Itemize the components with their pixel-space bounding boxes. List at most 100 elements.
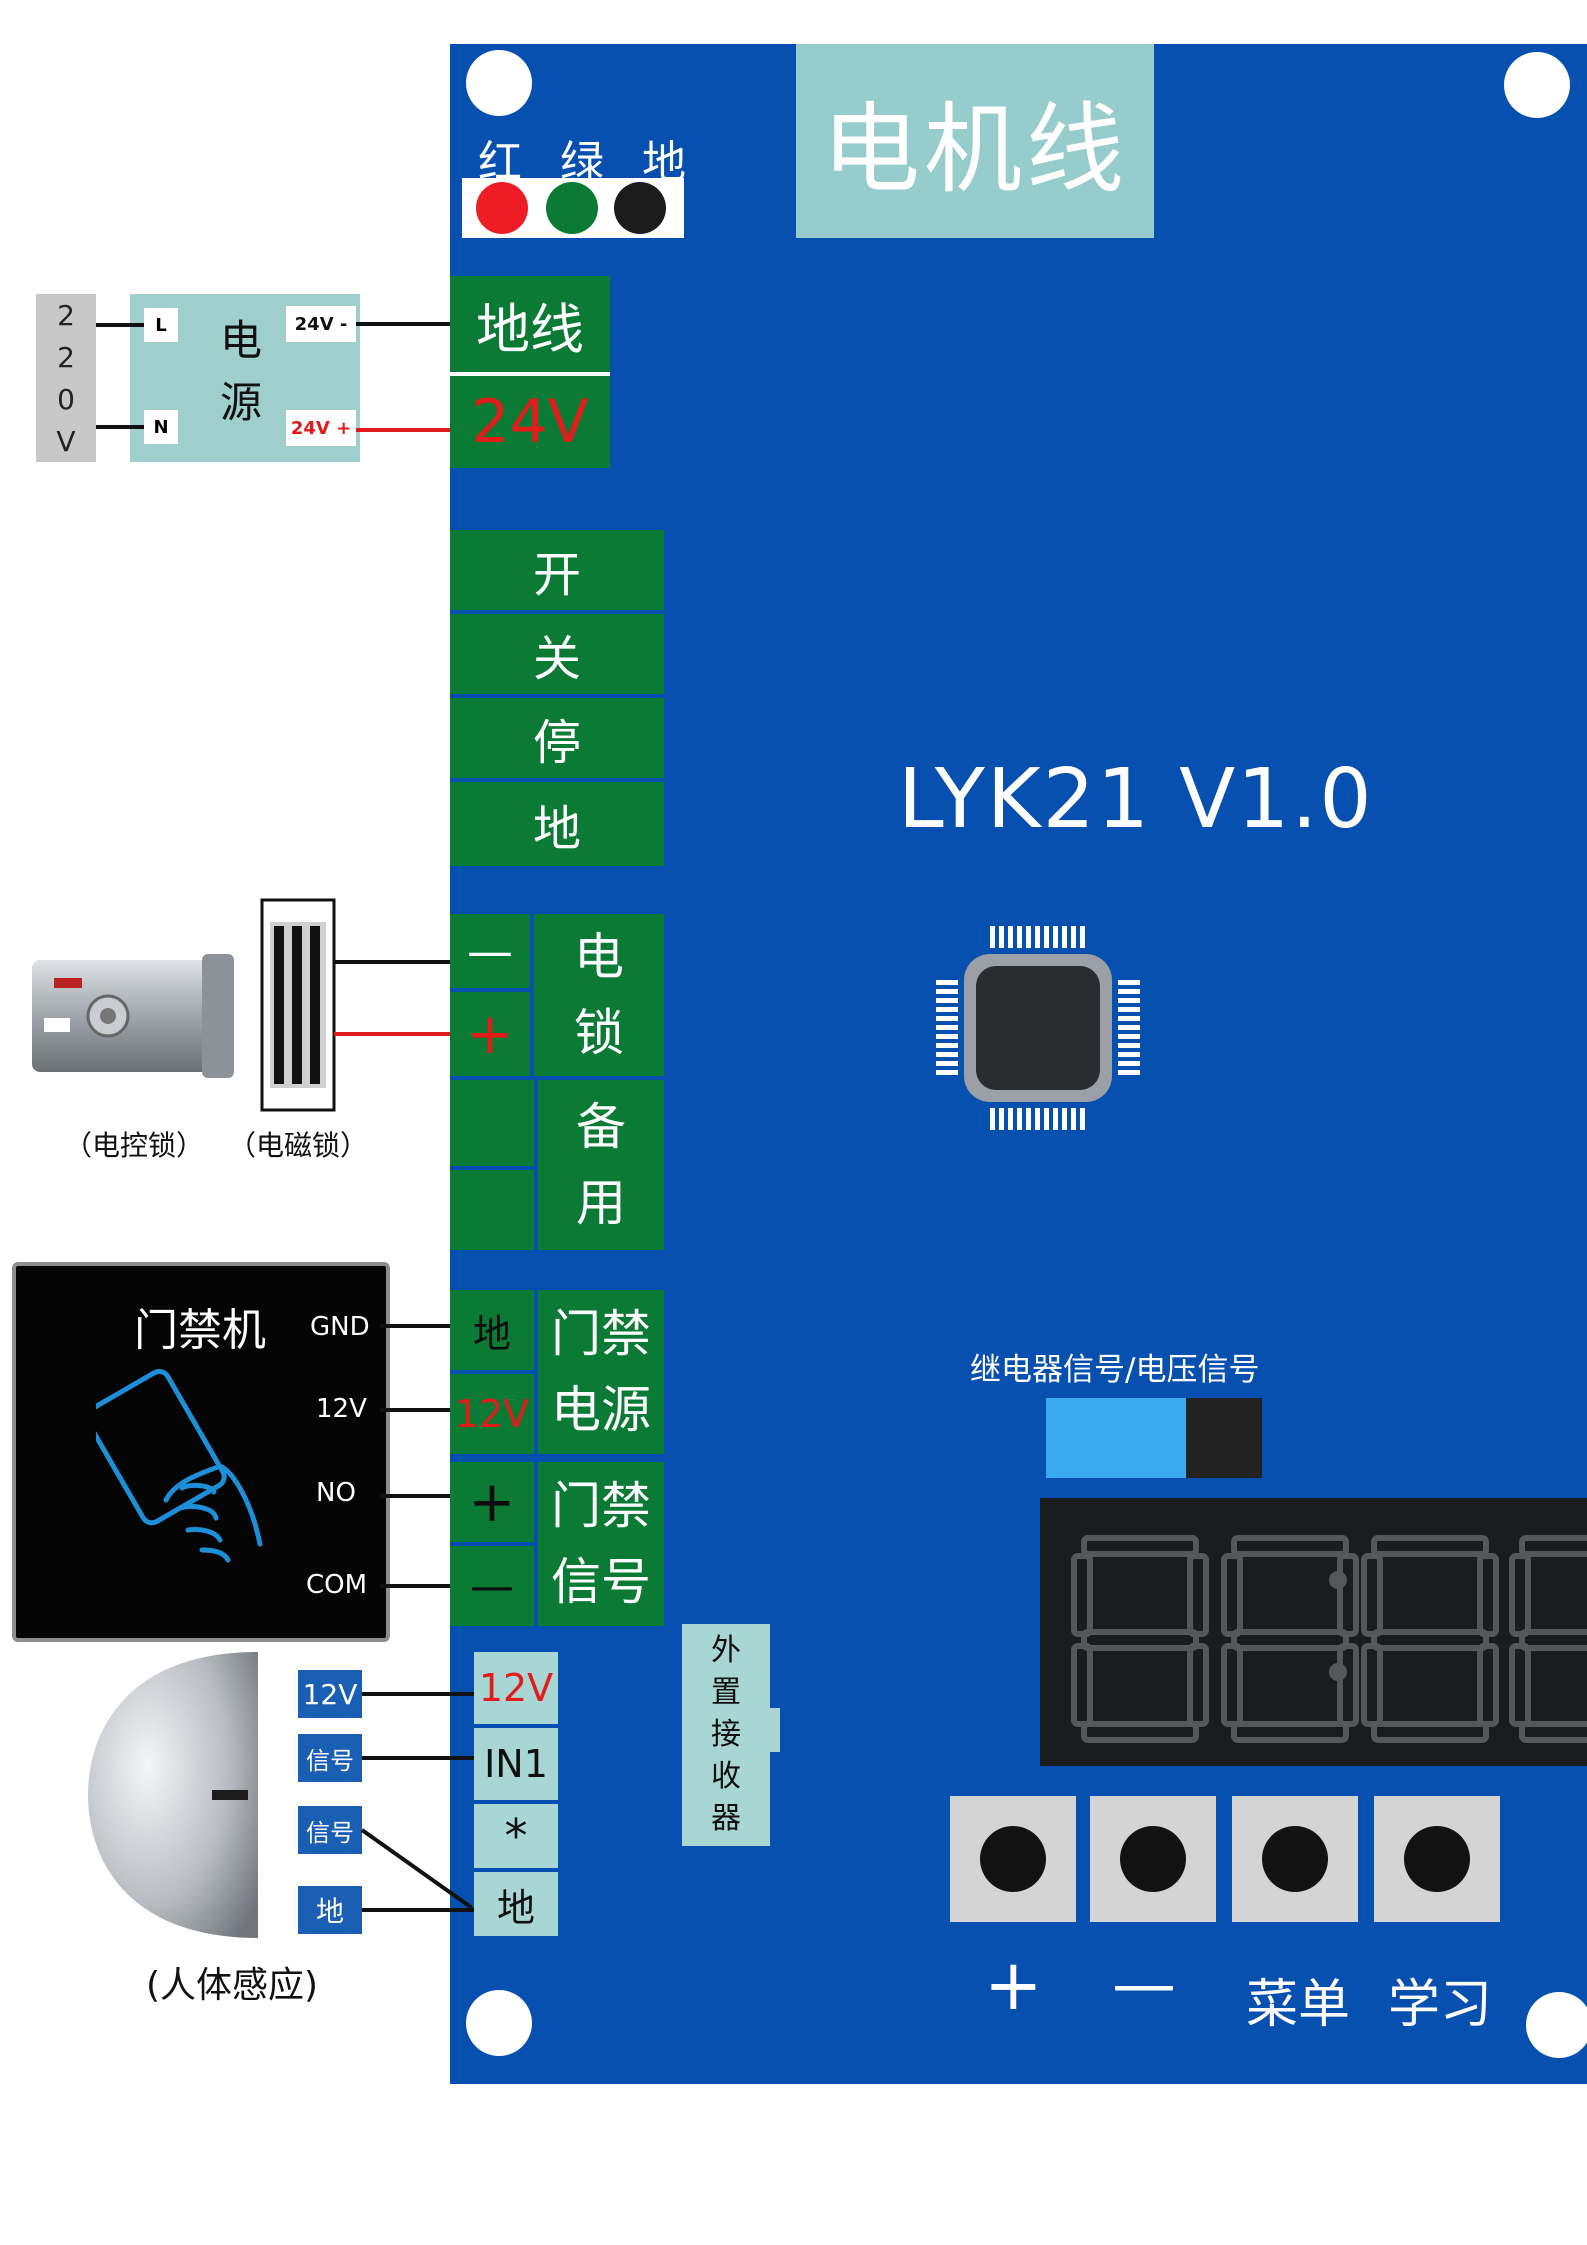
rgb-dots [462, 178, 684, 238]
sensor-tag-signal-2: 信号 [298, 1806, 362, 1854]
ground-dot [614, 182, 666, 234]
input-voltage-char: V [56, 424, 76, 458]
board-model: LYK21 V1.0 [898, 752, 1374, 847]
menu-button-label: 菜单 [1246, 1975, 1351, 2035]
access-signal-minus: — [450, 1546, 534, 1626]
receiver-notch [768, 1708, 780, 1752]
access-machine-title: 门禁机 [134, 1305, 266, 1356]
body-sensor-icon [88, 1652, 258, 1938]
sensor-tag-12v: 12V [298, 1670, 362, 1718]
card-swipe-icon [96, 1369, 263, 1563]
external-receiver: 外 置 接 收 器 [682, 1624, 770, 1846]
power-supply-title: 电 源 [220, 310, 262, 434]
wire-sensor-ground [362, 1908, 474, 1912]
wire-sensor-signal-2 [360, 1828, 474, 1910]
wire-sensor-12v [362, 1692, 474, 1696]
magnetic-lock-caption: （电磁锁） [228, 1129, 369, 1162]
terminal-stop: 停 [450, 698, 664, 778]
motor-wire-title: 电机线 [796, 44, 1154, 238]
wire-12v [380, 1408, 450, 1412]
terminal-l: L [144, 308, 178, 342]
access-power-label-line2: 电源 [551, 1381, 651, 1439]
terminal-24v: 24V [450, 376, 610, 468]
wire-24v-plus [356, 428, 450, 432]
output-plus: 24V + [286, 410, 356, 446]
learn-button[interactable] [1374, 1796, 1500, 1922]
mount-hole-bottom-right [1526, 1992, 1587, 2058]
input-voltage-char: 0 [57, 382, 75, 416]
button-knob [980, 1826, 1046, 1892]
sensor-star: * [474, 1804, 558, 1868]
signal-type-switch[interactable] [1046, 1398, 1262, 1478]
terminal-n: N [144, 410, 178, 444]
wire-sensor-in1 [362, 1756, 474, 1760]
mount-hole-bottom-left [466, 1990, 532, 2056]
access-control-machine [12, 1262, 390, 1642]
wire-l [96, 323, 144, 327]
lock-label: 电 锁 [534, 914, 664, 1076]
receiver-char-5: 器 [711, 1801, 741, 1836]
spare-label-line1: 备 [576, 1098, 626, 1156]
electric-lock-icon [32, 954, 234, 1078]
power-title-char: 电 [220, 316, 263, 365]
spare-cell-2 [450, 1170, 534, 1250]
receiver-char-3: 接 [711, 1717, 741, 1752]
access-signal-label-line1: 门禁 [551, 1477, 651, 1535]
spare-label: 备 用 [538, 1080, 664, 1250]
button-knob [1120, 1826, 1186, 1892]
power-title-char: 源 [220, 378, 263, 427]
access-signal-label: 门禁 信号 [538, 1462, 664, 1626]
wire-lock-minus [334, 960, 450, 964]
button-knob [1404, 1826, 1470, 1892]
wire-gnd [380, 1324, 450, 1328]
spare-cell-1 [450, 1080, 534, 1166]
magnetic-lock-icon [260, 898, 336, 1112]
output-minus: 24V - [286, 306, 356, 342]
lock-label-line2: 锁 [574, 1004, 624, 1062]
electric-lock-caption: （电控锁） [64, 1129, 205, 1162]
terminal-common-ground: 地 [450, 782, 664, 866]
mount-hole-top-left [466, 50, 532, 116]
signal-type-label: 继电器信号/电压信号 [970, 1352, 1260, 1388]
terminal-ground: 地线 [450, 276, 610, 372]
mount-hole-top-right [1504, 52, 1570, 118]
wire-n [96, 425, 144, 429]
minus-button[interactable] [1090, 1796, 1216, 1922]
access-signal-plus: + [450, 1462, 534, 1542]
access-power-label: 门禁 电源 [538, 1290, 664, 1454]
access-12v: 12V [450, 1374, 534, 1454]
minus-button-label: — [1112, 1948, 1176, 2022]
pin-gnd: GND [310, 1312, 370, 1342]
plus-button[interactable] [950, 1796, 1076, 1922]
menu-button[interactable] [1232, 1796, 1358, 1922]
access-ground: 地 [450, 1290, 534, 1370]
lock-plus: + [450, 992, 530, 1076]
learn-button-label: 学习 [1388, 1975, 1493, 2035]
display-digits [1071, 1535, 1587, 1743]
sensor-ground: 地 [474, 1872, 558, 1936]
wire-lock-plus [334, 1032, 450, 1036]
spare-label-line2: 用 [576, 1174, 626, 1232]
red-dot [476, 182, 528, 234]
wire-com [380, 1584, 450, 1588]
divider [450, 372, 610, 376]
input-voltage-char: 2 [57, 298, 75, 332]
sensor-tag-signal-1: 信号 [298, 1734, 362, 1782]
receiver-char-1: 外 [711, 1633, 741, 1668]
sensor-tag-ground: 地 [298, 1886, 362, 1934]
seven-segment-display [1040, 1498, 1587, 1766]
green-dot [546, 182, 598, 234]
chip-icon [936, 926, 1140, 1130]
pin-no: NO [316, 1478, 356, 1508]
receiver-char-2: 置 [711, 1675, 741, 1710]
sensor-in1: IN1 [474, 1728, 558, 1800]
wire-no [380, 1494, 450, 1498]
receiver-char-4: 收 [711, 1759, 741, 1794]
terminal-open: 开 [450, 530, 664, 610]
sensor-12v: 12V [474, 1652, 558, 1724]
body-sensor-caption: (人体感应) [146, 1965, 319, 2006]
plus-button-label: + [984, 1944, 1043, 2026]
switch-slider[interactable] [1046, 1398, 1186, 1478]
input-voltage-char: 2 [57, 340, 75, 374]
access-signal-label-line2: 信号 [551, 1553, 651, 1611]
